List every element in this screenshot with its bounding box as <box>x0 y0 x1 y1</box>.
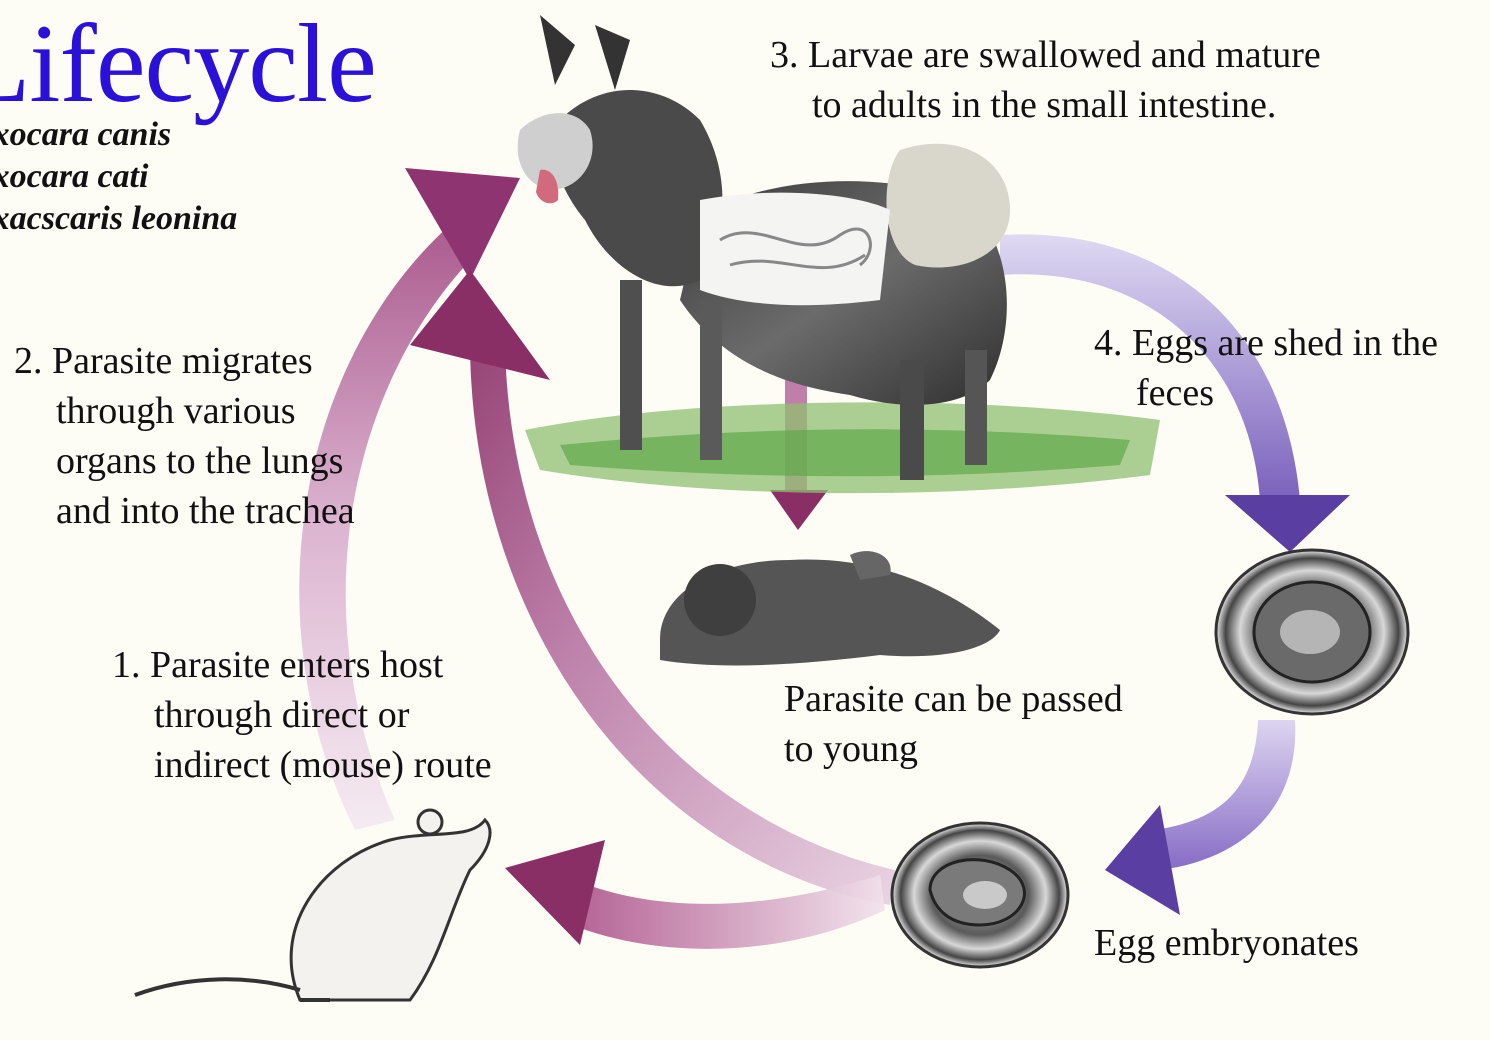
embryonated-egg-illustration <box>892 823 1068 967</box>
species-item: Toxocara cati <box>0 156 237 198</box>
young-line: Parasite can be passed <box>784 674 1123 724</box>
species-list: Toxocara canis Toxocara cati Toxacscaris… <box>0 114 237 240</box>
step-4-label: 4. Eggs are shed in the feces <box>1094 318 1438 418</box>
puppy-illustration <box>660 551 1000 665</box>
diagram-title: Lifecycle <box>0 8 376 120</box>
step-4-line: feces <box>1136 368 1438 418</box>
step-2-line: and into the trachea <box>56 486 355 536</box>
egg-embryonates-label: Egg embryonates <box>1094 918 1359 968</box>
arrow-egg-to-embryonated <box>1105 720 1295 915</box>
step-1-label: 1. Parasite enters host through direct o… <box>112 640 492 790</box>
mouse-illustration <box>135 810 490 1000</box>
species-item: Toxacscaris leonina <box>0 198 237 240</box>
step-2-line: 2. Parasite migrates <box>14 340 313 382</box>
egg-illustration <box>1216 550 1408 714</box>
young-line: to young <box>784 724 1123 774</box>
step-2-line: organs to the lungs <box>56 436 355 486</box>
step-1-line: indirect (mouse) route <box>154 740 492 790</box>
step-3-line: to adults in the small intestine. <box>812 80 1321 130</box>
step-2-label: 2. Parasite migrates through various org… <box>14 336 355 536</box>
step-2-line: through various <box>56 386 355 436</box>
step-3-line: 3. Larvae are swallowed and mature <box>770 34 1321 76</box>
species-item: Toxocara canis <box>0 114 237 156</box>
step-3-label: 3. Larvae are swallowed and mature to ad… <box>770 30 1321 130</box>
step-1-line: through direct or <box>154 690 492 740</box>
step-1-line: 1. Parasite enters host <box>112 644 443 686</box>
young-transmission-label: Parasite can be passed to young <box>784 674 1123 774</box>
step-4-line: 4. Eggs are shed in the <box>1094 322 1438 364</box>
